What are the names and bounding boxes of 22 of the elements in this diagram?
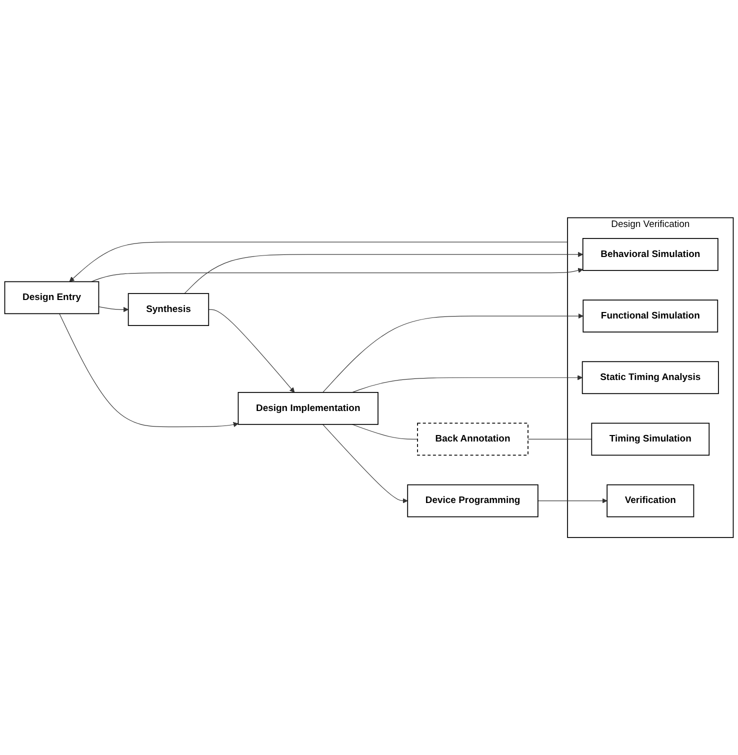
node-box: Behavioral Simulation	[582, 238, 718, 271]
node-box: Verification	[606, 484, 694, 518]
arrow	[322, 424, 408, 504]
node-box: Back Annotation	[417, 422, 528, 456]
arrow	[184, 252, 584, 294]
node-box: Timing Simulation	[591, 422, 710, 456]
node-box: Design Implementation	[238, 392, 378, 425]
arrow	[59, 313, 238, 427]
connector	[352, 424, 418, 440]
arrow	[352, 374, 583, 393]
arrow	[208, 309, 295, 393]
node-box: Functional Simulation	[582, 299, 718, 332]
arrow	[91, 268, 584, 282]
arrow	[538, 498, 608, 504]
connector	[528, 438, 592, 440]
arrow	[98, 306, 129, 312]
node-box: Synthesis	[128, 292, 210, 326]
node-box: Design Entry	[4, 281, 100, 314]
node-box: Device Programming	[407, 484, 538, 518]
arrow	[69, 242, 568, 282]
node-box: Static Timing Analysis	[582, 361, 719, 394]
arrow	[322, 313, 584, 393]
